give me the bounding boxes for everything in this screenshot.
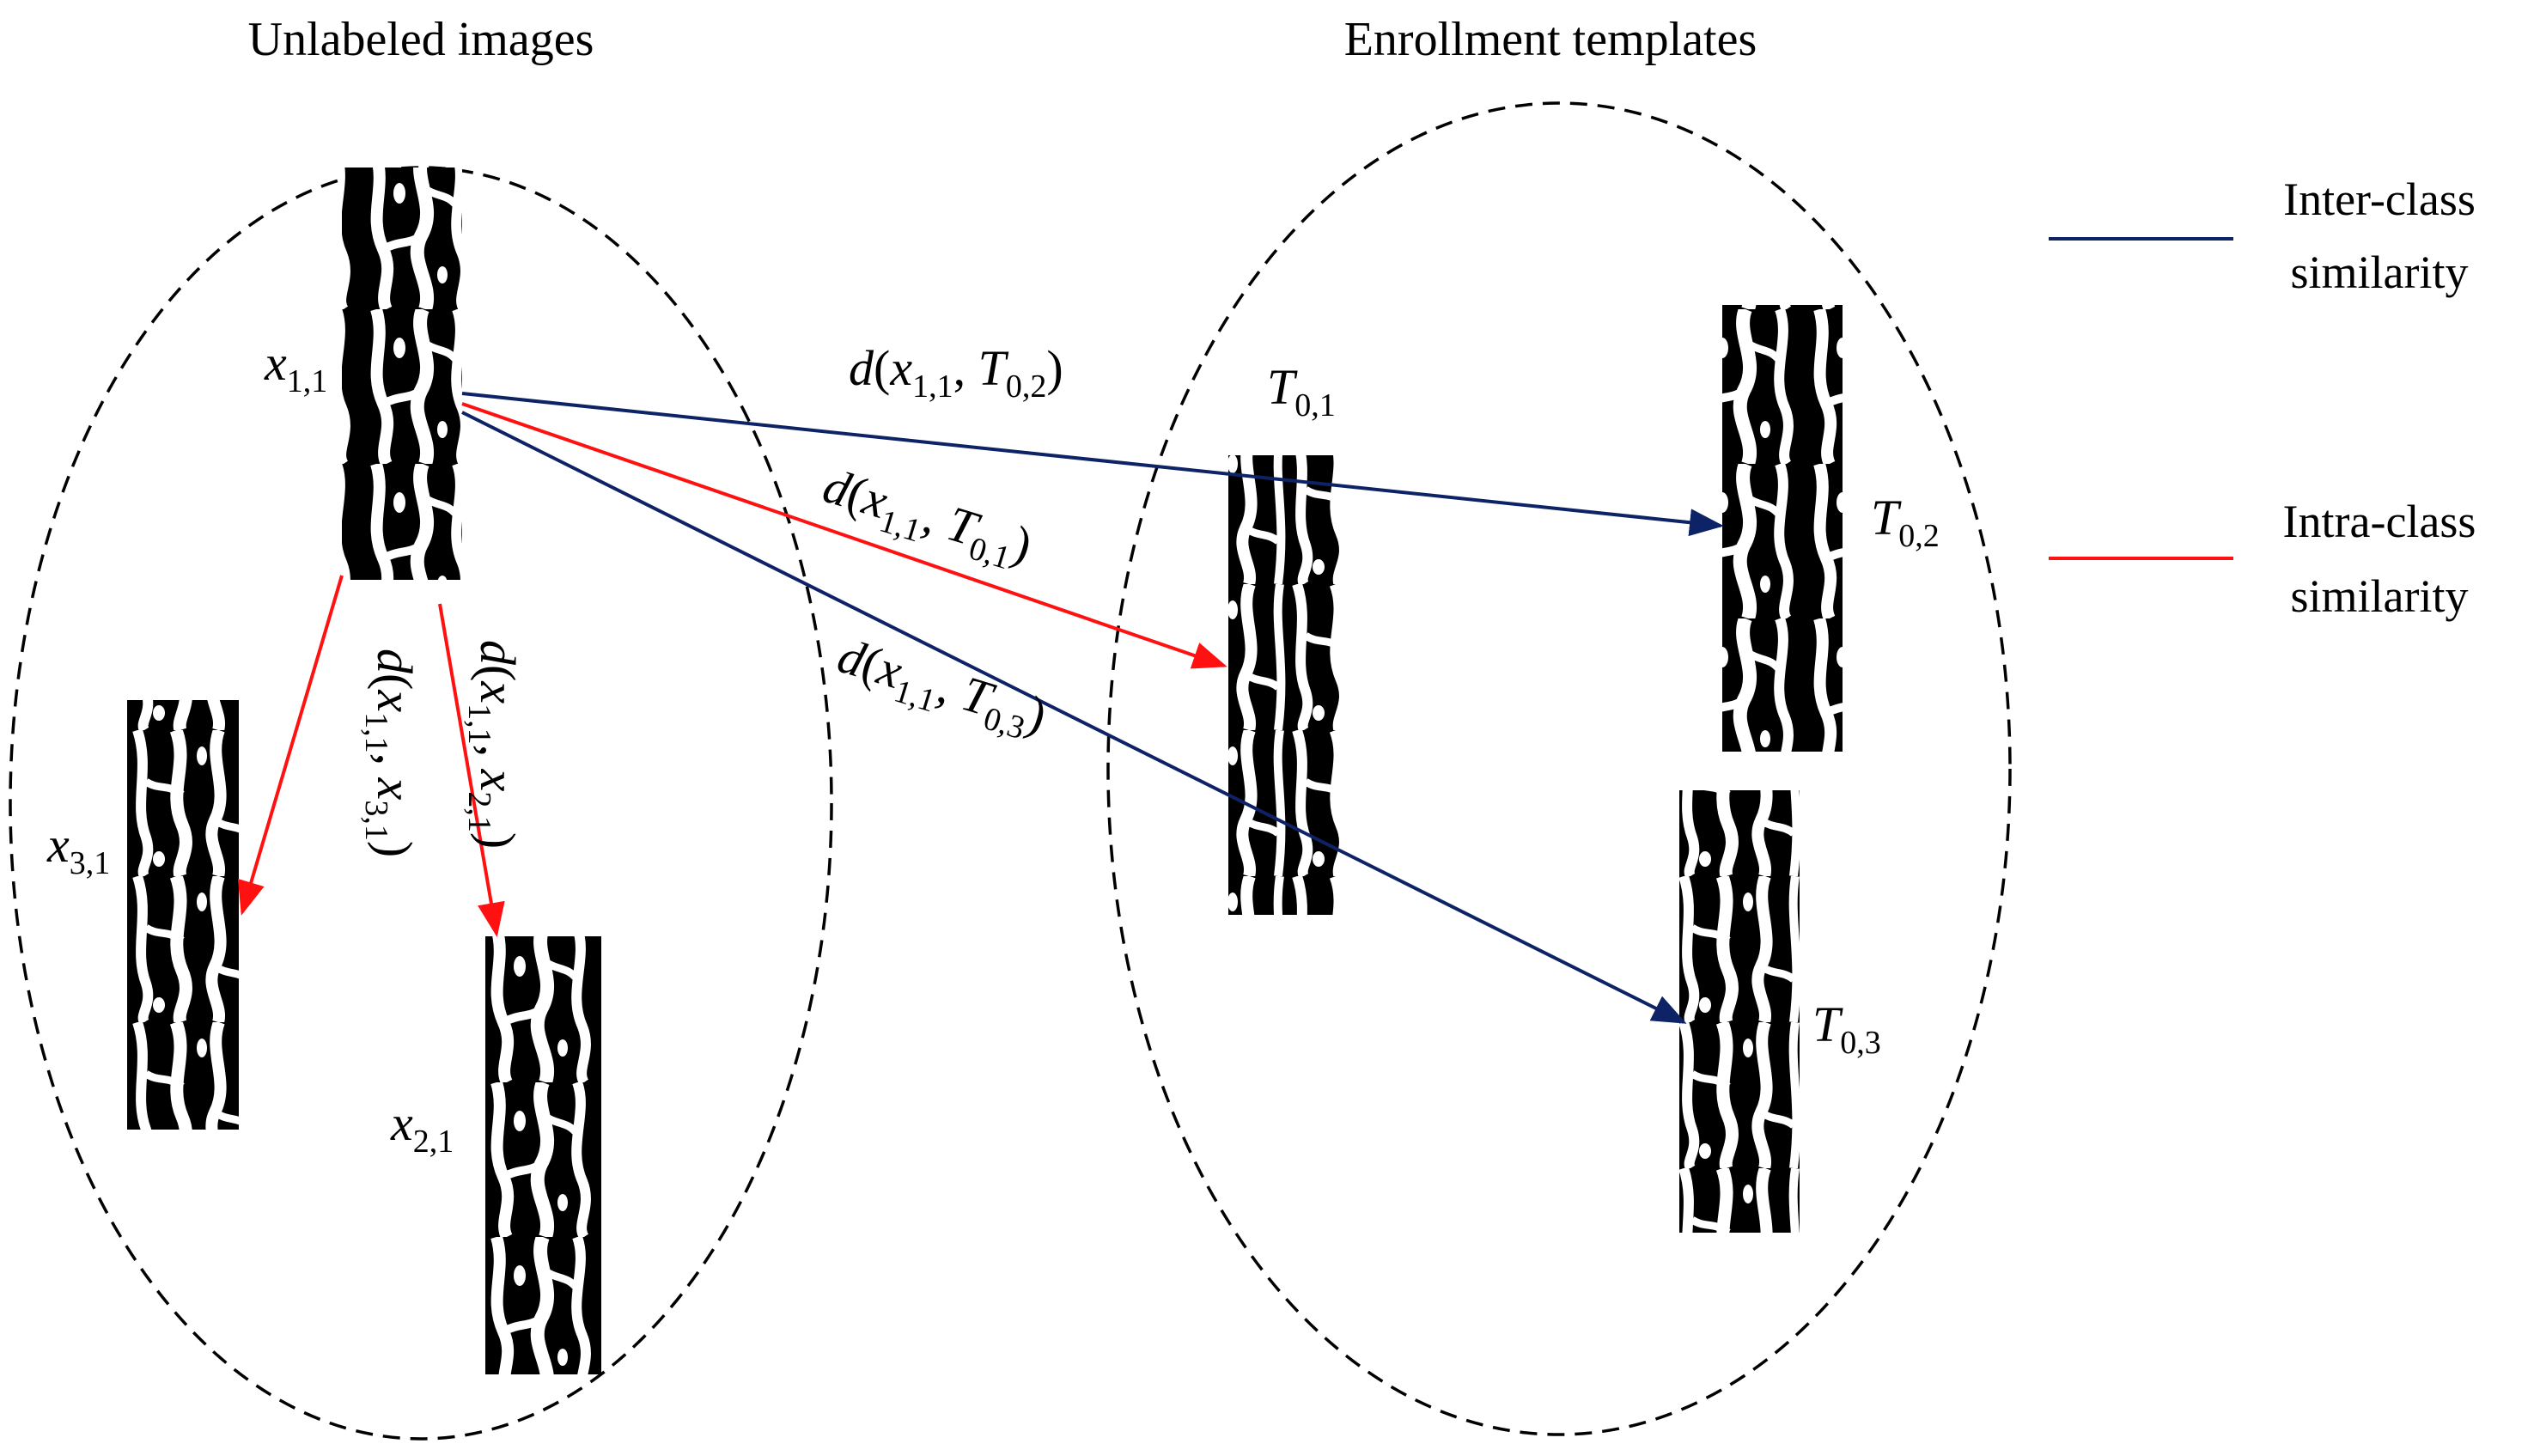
label-x21: x2,1 [390,1095,454,1160]
label-T02: T0,2 [1871,490,1940,554]
image-T02 [1722,305,1843,752]
unlabeled-images-group [9,166,833,1441]
arrow-x11-to-T01 [461,402,1227,669]
image-x21 [485,936,601,1374]
edge-label-T02: d(x1,1, T0,2) [849,340,1063,405]
title-unlabeled-images: Unlabeled images [248,13,594,66]
label-x11: x1,1 [264,335,327,399]
label-x31: x3,1 [46,817,110,881]
legend-intra-class-line1: Intra-class [2283,496,2476,547]
image-x31 [127,700,239,1130]
image-T01 [1228,455,1340,915]
title-enrollment-templates: Enrollment templates [1344,13,1757,66]
arrow-x11-to-T02 [461,392,1724,537]
image-T03 [1679,790,1800,1233]
arrow-x11-to-x21 [438,603,505,937]
arrow-x11-to-x31 [237,575,344,916]
arrow-x11-to-T03 [461,411,1687,1024]
image-x11 [342,168,462,580]
enrollment-templates-group [1106,101,2012,1436]
edge-label-x21: d(x1,1, x2,1) [461,640,526,849]
label-T03: T0,3 [1812,996,1881,1061]
legend-inter-class-line1: Inter-class [2283,174,2476,225]
edge-label-x31: d(x1,1, x3,1) [358,649,423,857]
label-T01: T0,1 [1267,359,1336,423]
legend-inter-class-line2: similarity [2291,247,2469,298]
legend-intra-class-line2: similarity [2291,570,2469,622]
